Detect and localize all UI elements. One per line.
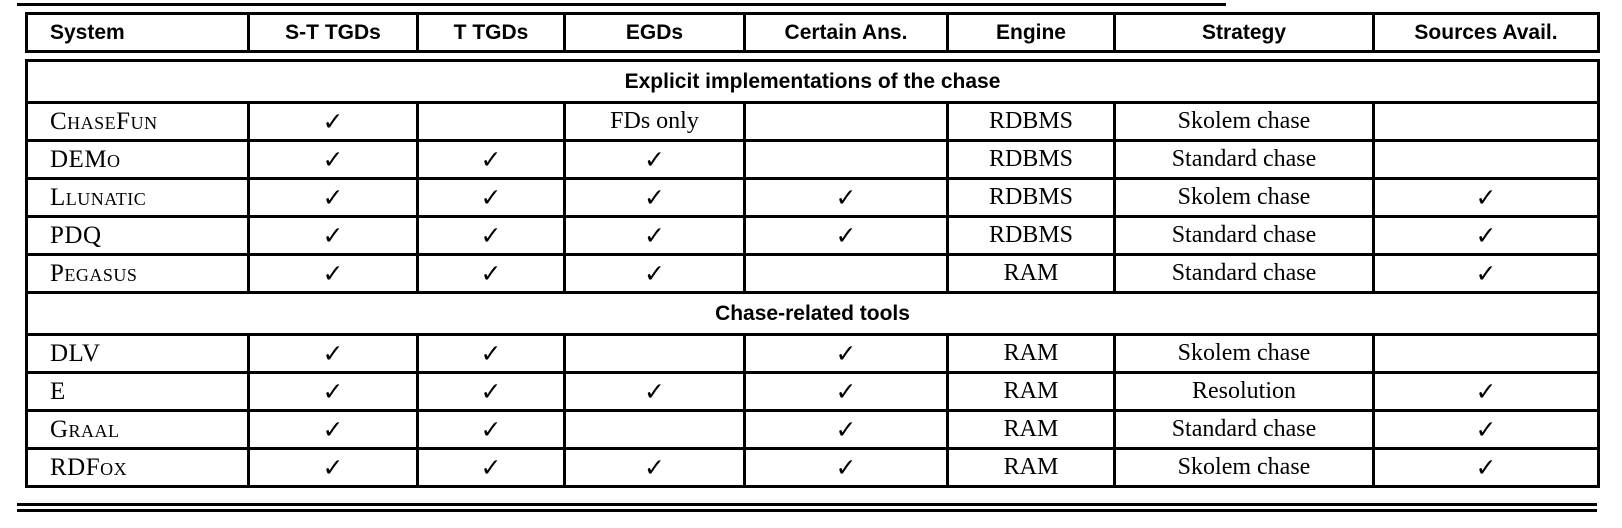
value-cell: Standard chase xyxy=(1113,253,1375,294)
value-cell: Standard chase xyxy=(1113,409,1375,450)
checkmark-icon: ✓ xyxy=(563,371,746,412)
checkmark-icon: ✓ xyxy=(416,409,566,450)
checkmark-icon: ✓ xyxy=(416,177,566,218)
checkmark-icon: ✓ xyxy=(1371,409,1601,450)
top-rule xyxy=(17,3,1226,6)
checkmark-icon: ✓ xyxy=(743,409,949,450)
header-row: System S-T TGDs T TGDs EGDs Certain Ans.… xyxy=(25,12,1600,53)
checkmark-icon: ✓ xyxy=(416,447,566,488)
system-name-cell: Llunatic xyxy=(25,177,250,218)
checkmark-icon: ✓ xyxy=(247,371,419,412)
value-cell: Skolem chase xyxy=(1113,101,1375,142)
checkmark-icon: ✓ xyxy=(416,253,566,294)
column-header-st-tgds: S-T TGDs xyxy=(247,12,419,53)
value-cell: Standard chase xyxy=(1113,139,1375,180)
column-header-egds: EGDs xyxy=(563,12,746,53)
checkmark-icon: ✓ xyxy=(743,215,949,256)
section-title: Explicit implementations of the chase xyxy=(24,59,1601,104)
empty-cell xyxy=(743,101,949,142)
value-cell: RDBMS xyxy=(946,139,1116,180)
checkmark-icon: ✓ xyxy=(247,333,419,374)
value-cell: RAM xyxy=(946,333,1116,374)
checkmark-icon: ✓ xyxy=(247,177,419,218)
checkmark-icon: ✓ xyxy=(743,177,949,218)
checkmark-icon: ✓ xyxy=(247,101,419,142)
empty-cell xyxy=(1371,139,1601,180)
system-name-cell: ChaseFun xyxy=(25,101,250,142)
empty-cell xyxy=(416,101,566,142)
value-cell: RDBMS xyxy=(946,177,1116,218)
checkmark-icon: ✓ xyxy=(1371,253,1601,294)
column-header-system: System xyxy=(25,12,250,53)
value-cell: RAM xyxy=(946,409,1116,450)
checkmark-icon: ✓ xyxy=(416,333,566,374)
checkmark-icon: ✓ xyxy=(247,253,419,294)
checkmark-icon: ✓ xyxy=(563,177,746,218)
section-header-row: Chase-related tools xyxy=(24,291,1601,336)
checkmark-icon: ✓ xyxy=(416,371,566,412)
checkmark-icon: ✓ xyxy=(1371,371,1601,412)
empty-cell xyxy=(563,333,746,374)
checkmark-icon: ✓ xyxy=(563,139,746,180)
checkmark-icon: ✓ xyxy=(743,371,949,412)
system-name-cell: PDQ xyxy=(25,215,250,256)
empty-cell xyxy=(1371,101,1601,142)
value-cell: RDBMS xyxy=(946,101,1116,142)
value-cell: Resolution xyxy=(1113,371,1375,412)
column-header-engine: Engine xyxy=(946,12,1116,53)
checkmark-icon: ✓ xyxy=(1371,177,1601,218)
value-cell: Standard chase xyxy=(1113,215,1375,256)
checkmark-icon: ✓ xyxy=(743,447,949,488)
value-cell: RAM xyxy=(946,371,1116,412)
checkmark-icon: ✓ xyxy=(563,447,746,488)
empty-cell xyxy=(743,253,949,294)
section-title: Chase-related tools xyxy=(24,291,1601,336)
empty-cell xyxy=(1371,333,1601,374)
empty-cell xyxy=(563,409,746,450)
system-name-cell: E xyxy=(25,371,250,412)
system-name-cell: DEMo xyxy=(25,139,250,180)
value-cell: FDs only xyxy=(563,101,746,142)
checkmark-icon: ✓ xyxy=(1371,447,1601,488)
checkmark-icon: ✓ xyxy=(247,215,419,256)
checkmark-icon: ✓ xyxy=(416,139,566,180)
column-header-certain-ans: Certain Ans. xyxy=(743,12,949,53)
value-cell: RDBMS xyxy=(946,215,1116,256)
checkmark-icon: ✓ xyxy=(743,333,949,374)
column-header-sources-avail: Sources Avail. xyxy=(1372,12,1600,53)
checkmark-icon: ✓ xyxy=(247,447,419,488)
checkmark-icon: ✓ xyxy=(563,215,746,256)
column-header-strategy: Strategy xyxy=(1113,12,1375,53)
value-cell: Skolem chase xyxy=(1113,177,1375,218)
value-cell: Skolem chase xyxy=(1113,333,1375,374)
checkmark-icon: ✓ xyxy=(1371,215,1601,256)
value-cell: Skolem chase xyxy=(1113,447,1375,488)
system-name-cell: DLV xyxy=(25,333,250,374)
checkmark-icon: ✓ xyxy=(416,215,566,256)
header-table: System S-T TGDs T TGDs EGDs Certain Ans.… xyxy=(25,12,1600,53)
system-name-cell: Pegasus xyxy=(25,253,250,294)
checkmark-icon: ✓ xyxy=(247,139,419,180)
checkmark-icon: ✓ xyxy=(247,409,419,450)
value-cell: RAM xyxy=(946,447,1116,488)
value-cell: RAM xyxy=(946,253,1116,294)
system-name-cell: RDFox xyxy=(25,447,250,488)
checkmark-icon: ✓ xyxy=(563,253,746,294)
system-name-cell: Graal xyxy=(25,409,250,450)
section-header-row: Explicit implementations of the chase xyxy=(24,59,1601,104)
empty-cell xyxy=(743,139,949,180)
column-header-t-tgds: T TGDs xyxy=(416,12,566,53)
bottom-double-rule xyxy=(17,503,1597,512)
